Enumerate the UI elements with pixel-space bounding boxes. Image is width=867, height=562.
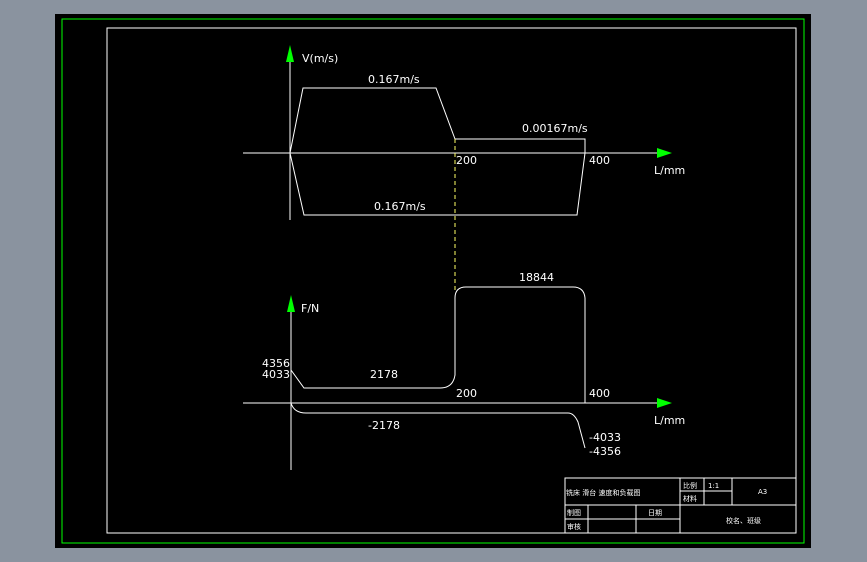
inner-border [106,27,797,534]
force-end-high-label: -4356 [589,445,621,458]
title-block-school: 校名、班级 [726,516,761,525]
title-block-scale-label: 比例 [683,481,697,490]
title-block-scale-value: 1:1 [708,482,719,490]
velocity-return-curve [289,152,586,216]
slow-speed-label: 0.00167m/s [522,122,588,135]
force-return-label: -2178 [368,419,400,432]
force-x-arrow [657,398,672,408]
force-end-low-label: -4033 [589,431,621,444]
force-return-curve [290,402,586,449]
force-x-label: L/mm [654,414,685,427]
force-peak-label: 18844 [519,271,554,284]
title-block-title: 铣床 滑台 速度和负载图 [566,488,640,497]
velocity-x-label: L/mm [654,164,685,177]
force-plot: F/N L/mm 18844 2178 -2178 4356 4033 -403… [243,271,685,470]
force-forward-label: 2178 [370,368,398,381]
velocity-tick-200: 200 [456,154,477,167]
top-speed-label: 0.167m/s [368,73,420,86]
title-block-material-label: 材料 [683,494,697,503]
title-block-drawn-label: 制图 [567,508,581,517]
title-block-sheet-size: A3 [758,488,767,496]
force-tick-200: 200 [456,387,477,400]
force-y-arrow [287,295,295,312]
return-speed-label: 0.167m/s [374,200,426,213]
force-tick-400: 400 [589,387,610,400]
title-block [564,477,797,534]
velocity-x-arrow [657,148,672,158]
velocity-plot: V(m/s) L/mm 0.167m/s 0.00167m/s 0.167m/s… [243,45,685,220]
outer-green-frame [61,18,805,544]
force-y-label: F/N [301,302,319,315]
title-block-date-label: 日期 [648,509,662,517]
drawing-sheet [55,14,811,548]
velocity-y-label: V(m/s) [302,52,338,65]
velocity-tick-400: 400 [589,154,610,167]
title-block-checked-label: 审核 [567,522,581,531]
force-start-high-label: 4356 [262,357,290,370]
velocity-forward-curve [289,87,586,154]
velocity-y-arrow [286,45,294,62]
force-forward-curve [290,286,586,403]
force-start-low-label: 4033 [262,368,290,381]
